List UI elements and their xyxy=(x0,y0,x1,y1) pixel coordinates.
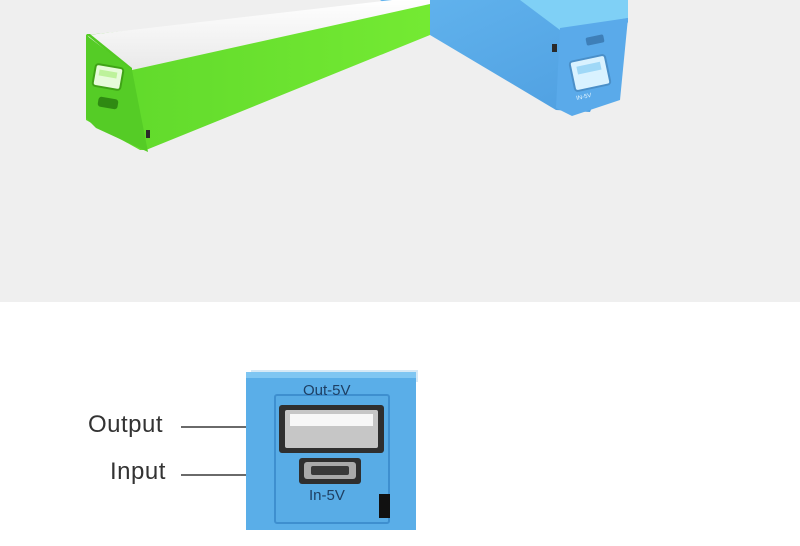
out-5v-text: Out-5V xyxy=(303,382,351,399)
svg-text:IN-5V: IN-5V xyxy=(576,93,592,102)
green-power-bank xyxy=(86,0,430,152)
input-leader-line xyxy=(181,474,287,476)
in-5v-text: In-5V xyxy=(309,487,345,504)
product-photo: IN-5V xyxy=(0,0,800,302)
blue-power-bank: IN-5V xyxy=(380,0,628,116)
power-bank-end-view xyxy=(246,370,418,530)
power-banks-illustration: IN-5V xyxy=(86,0,628,152)
output-leader-line xyxy=(181,426,277,428)
port-detail-section: Output Input Out-5V In-5V xyxy=(0,302,800,546)
output-label: Output xyxy=(88,411,164,438)
input-label: Input xyxy=(110,458,166,485)
